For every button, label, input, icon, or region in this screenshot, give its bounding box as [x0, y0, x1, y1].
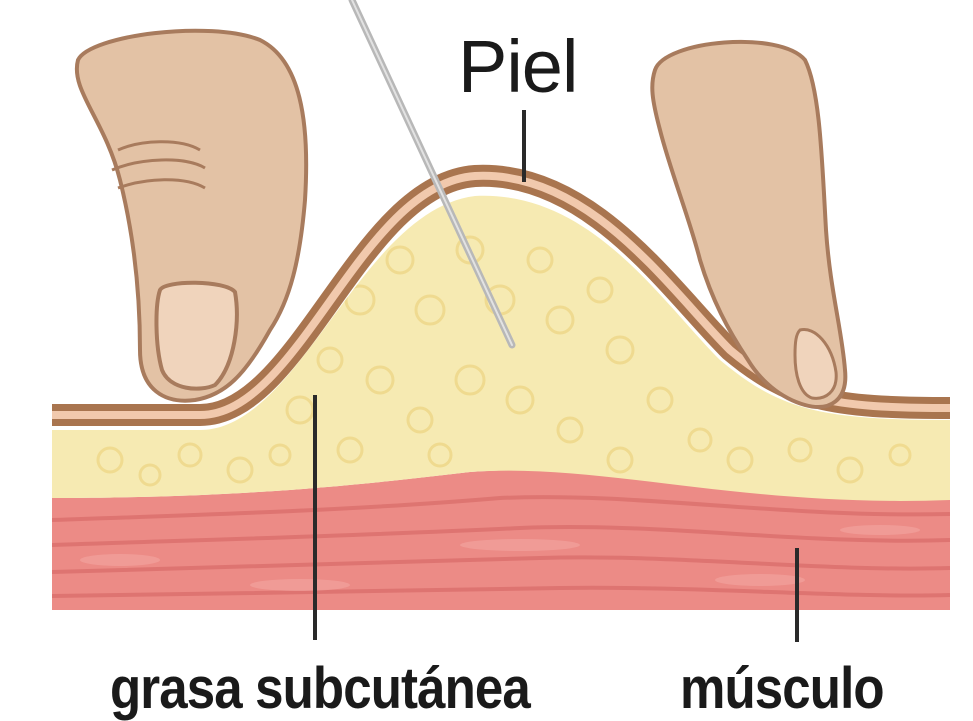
skin-label: Piel	[458, 30, 577, 104]
muscle-label: músculo	[680, 660, 884, 718]
subcutaneous-fat-label: grasa subcutánea	[110, 660, 530, 718]
left-finger-icon	[77, 31, 306, 401]
